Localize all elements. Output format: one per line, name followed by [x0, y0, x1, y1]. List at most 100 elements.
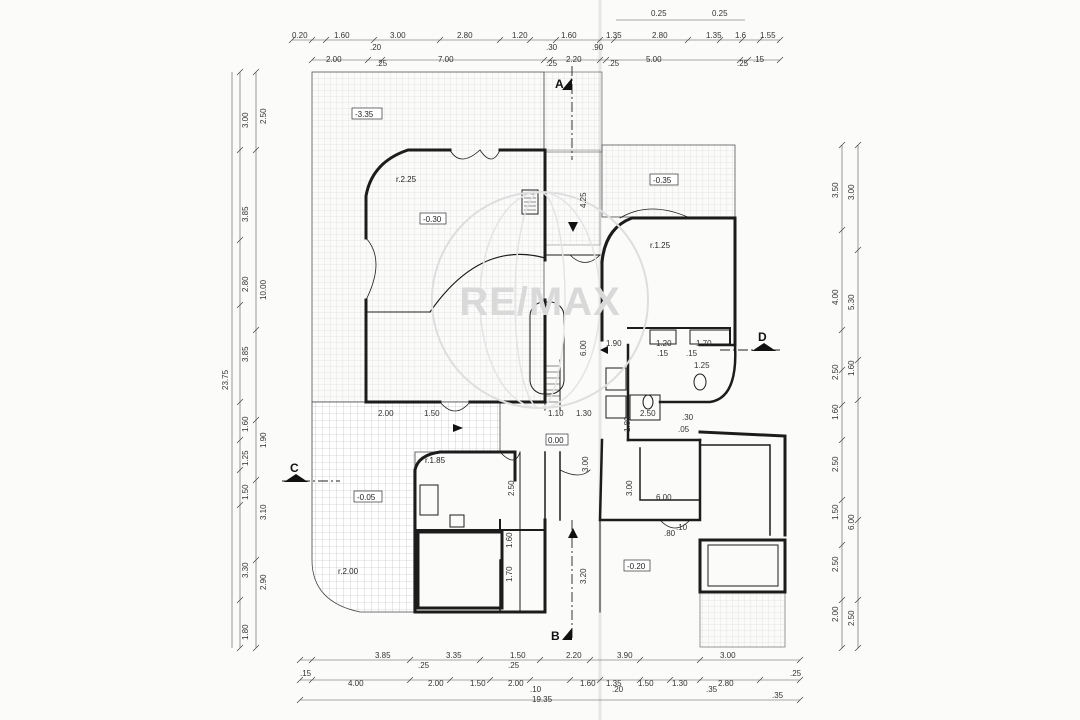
dim-label: 2.80: [718, 679, 734, 688]
dim-label: 1.25: [241, 450, 250, 466]
dim-label: .25: [376, 59, 388, 68]
dimension-tick: [236, 436, 244, 444]
dimension-tick: [436, 36, 444, 44]
dim-label: 3.00: [625, 480, 634, 496]
dim-label: .25: [790, 669, 802, 678]
dimension-tick: [736, 56, 744, 64]
dimension-tick: [636, 676, 644, 684]
dim-label: 1.35: [606, 31, 622, 40]
dim-label: .15: [300, 669, 312, 678]
dimension-tick: [636, 656, 644, 664]
radius-label: r.1.85: [425, 456, 446, 465]
dimension-tick: [252, 326, 260, 334]
dim-label: 1.10: [548, 409, 564, 418]
dim-label: .80: [664, 529, 676, 538]
level-label: -0.30: [423, 215, 442, 224]
dimension-tick: [236, 644, 244, 652]
dim-label: 2.80: [652, 31, 668, 40]
dim-label: 3.00: [847, 184, 856, 200]
dim-label: 2.20: [566, 55, 582, 64]
dimension-tick: [854, 644, 862, 652]
level-label: -0.35: [653, 176, 672, 185]
dimension-tick: [838, 401, 846, 409]
walls: [364, 148, 787, 614]
dimension-tick: [236, 501, 244, 509]
section-label-c: C: [290, 461, 299, 475]
dimension-tick: [308, 676, 316, 684]
dim-label: 2.00: [326, 55, 342, 64]
dimension-tick: [566, 676, 574, 684]
dimension-tick: [252, 146, 260, 154]
dim-label: .10: [676, 523, 688, 532]
section-label-a: A: [555, 77, 564, 91]
dim-label: 1.60: [334, 31, 350, 40]
dimension-tick: [526, 36, 534, 44]
dimension-ticks: [236, 36, 862, 704]
dim-label: 3.85: [241, 346, 250, 362]
left-dimensions: 3.00 3.85 2.80 3.85 1.60 1.25 1.50 3.30 …: [221, 108, 268, 640]
dim-label: 1.50: [510, 651, 526, 660]
dim-label: 3.10: [259, 504, 268, 520]
dim-label: 2.50: [259, 108, 268, 124]
dimension-tick: [552, 36, 560, 44]
dim-label: 2.20: [566, 651, 582, 660]
dim-label: 3.50: [831, 182, 840, 198]
interior-dimensions: 4.25 6.00 1.90 1.20 1.70 .15 .15 1.25 2.…: [378, 192, 712, 584]
dim-label: 2.00: [831, 606, 840, 622]
dimension-tick: [236, 301, 244, 309]
dimension-tick: [252, 644, 260, 652]
dimension-tick: [596, 36, 604, 44]
dimension-tick: [236, 236, 244, 244]
dimension-tick: [296, 656, 304, 664]
dimension-tick: [236, 398, 244, 406]
dim-label: 2.00: [508, 679, 524, 688]
dim-label: .20: [612, 685, 624, 694]
dimension-tick: [596, 56, 604, 64]
dimension-tick: [406, 656, 414, 664]
dim-label: 1.30: [576, 409, 592, 418]
dim-total-height: 23.75: [221, 369, 230, 390]
dimension-tick: [526, 676, 534, 684]
dimension-tick: [716, 36, 724, 44]
dimension-tick: [536, 656, 544, 664]
dimension-tick: [838, 326, 846, 334]
level-label: -3.35: [355, 110, 374, 119]
watermark-brand: RE/MAX: [459, 280, 621, 324]
dim-label: 3.35: [446, 651, 462, 660]
dim-label: 1.35: [606, 679, 622, 688]
dim-label: 7.00: [438, 55, 454, 64]
level-label: 0.00: [548, 436, 564, 445]
dim-label: 1.20: [656, 339, 672, 348]
dim-label: .15: [657, 349, 669, 358]
dim-label: 2.50: [831, 556, 840, 572]
dimension-tick: [586, 656, 594, 664]
dim-label: 2.00: [378, 409, 394, 418]
dim-label: 5.00: [646, 55, 662, 64]
dim-label: 3.85: [241, 206, 250, 222]
section-label-b: B: [551, 629, 560, 643]
dimension-tick: [756, 36, 764, 44]
dimension-tick: [796, 676, 804, 684]
dim-label: 1.50: [831, 504, 840, 520]
dimension-tick: [236, 146, 244, 154]
dimension-tick: [838, 644, 846, 652]
dim-label: 1.25: [694, 361, 710, 370]
dimension-tick: [776, 36, 784, 44]
dim-label: 1.50: [470, 679, 486, 688]
dimension-tick: [486, 676, 494, 684]
entrance-arrow-icon: [453, 222, 608, 538]
dim-label: .25: [737, 59, 749, 68]
dimension-tick: [252, 68, 260, 76]
dimension-tick: [252, 556, 260, 564]
dim-label: 1.70: [696, 339, 712, 348]
dimension-tick: [796, 656, 804, 664]
dimension-tick: [610, 36, 618, 44]
radius-label: r.2.00: [338, 567, 359, 576]
dim-label: 2.50: [640, 409, 656, 418]
dim-label: 1.60: [561, 31, 577, 40]
section-marker-a: A: [555, 66, 573, 160]
dim-label: .10: [530, 685, 542, 694]
dim-label: 3.00: [720, 651, 736, 660]
dimension-tick: [684, 36, 692, 44]
dim-label: 2.50: [507, 480, 516, 496]
